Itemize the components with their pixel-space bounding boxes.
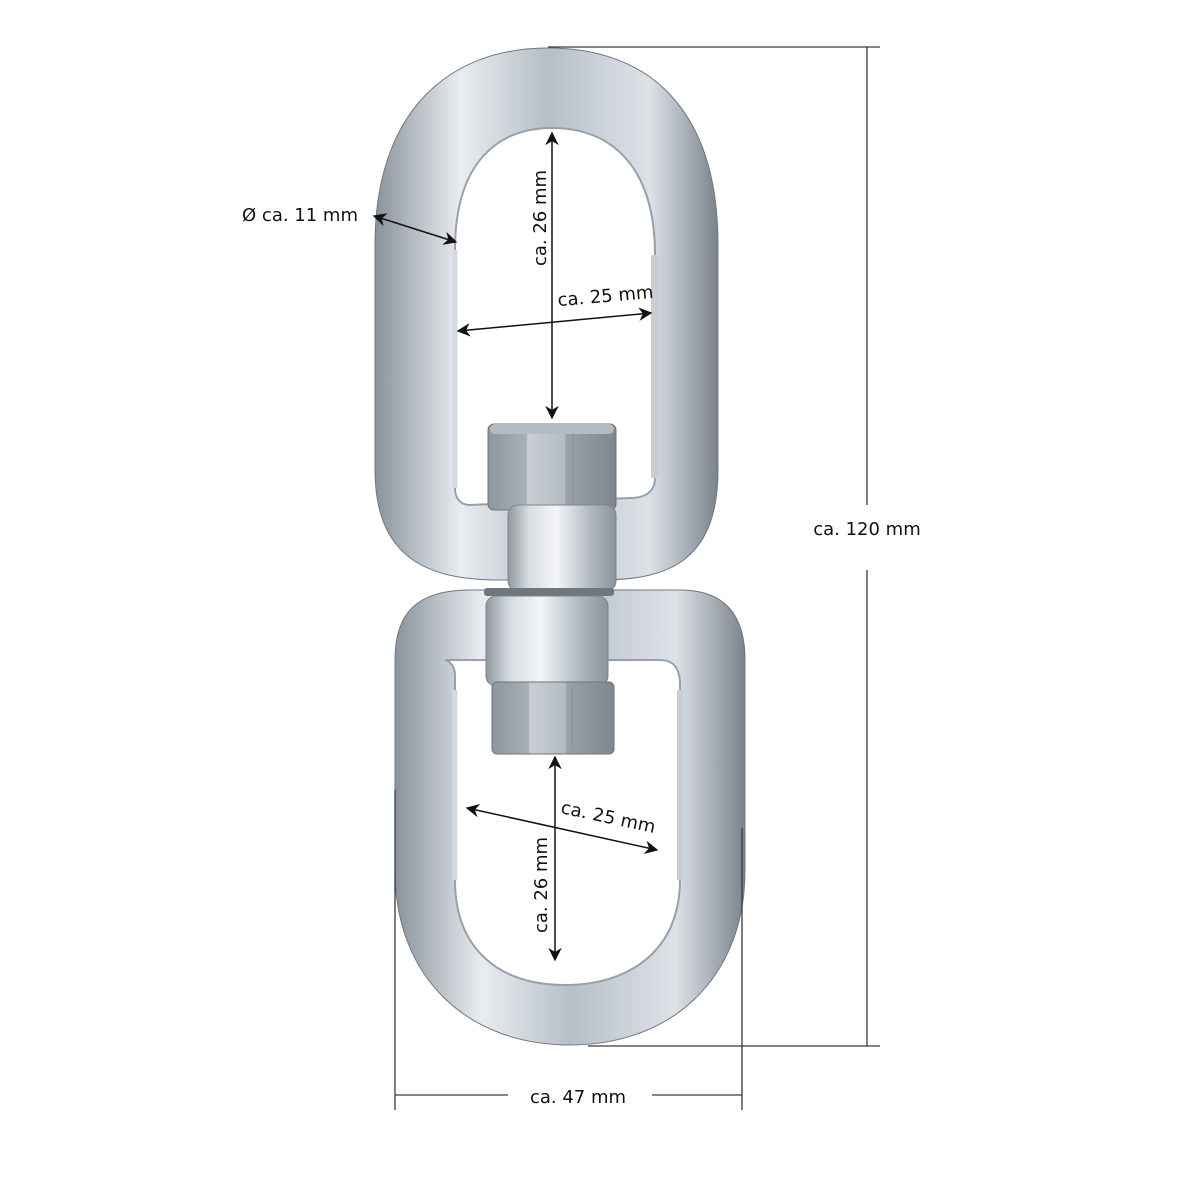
- swivel-body: [484, 423, 617, 755]
- total-width-dimension: ca. 47 mm: [394, 790, 743, 1110]
- total-length-dimension: ca. 120 mm: [548, 46, 921, 1047]
- lower-hex-nut: [491, 681, 615, 755]
- upper-eye-height-label: ca. 26 mm: [530, 170, 551, 266]
- upper-hex-nut: [487, 423, 617, 511]
- upper-eye-height-dimension: ca. 26 mm: [530, 131, 559, 420]
- total-width-label: ca. 47 mm: [530, 1087, 626, 1108]
- total-length-label: ca. 120 mm: [813, 519, 921, 540]
- wire-diameter-label: Ø ca. 11 mm: [242, 205, 358, 226]
- lower-eye-height-dimension: ca. 26 mm: [531, 755, 562, 962]
- wire-diameter-dimension: Ø ca. 11 mm: [242, 205, 458, 245]
- lower-eye-height-label: ca. 26 mm: [531, 837, 552, 933]
